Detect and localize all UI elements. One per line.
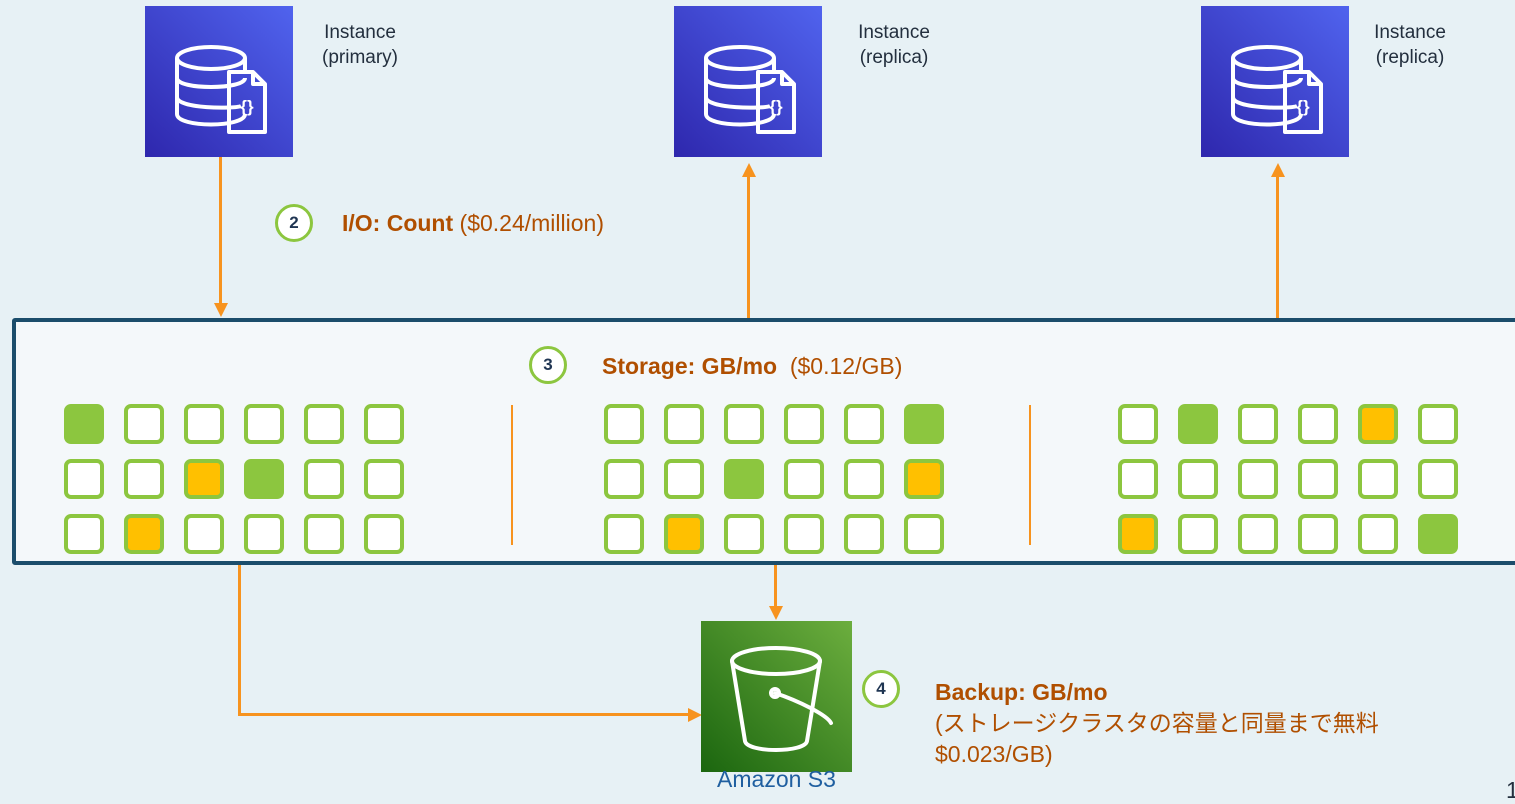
storage-block-empty [844,514,884,554]
backup-arrowhead-right [688,708,702,722]
storage-block-empty [1238,459,1278,499]
svg-text:{}: {} [1296,97,1310,116]
storage-block-empty [304,404,344,444]
io-title: I/O: Count [342,210,454,236]
storage-block-empty [724,514,764,554]
storage-block-empty [304,459,344,499]
storage-block-empty [364,459,404,499]
storage-block-empty [184,514,224,554]
storage-block-io [904,459,944,499]
storage-block-empty [64,459,104,499]
backup-step-badge: 4 [862,670,900,708]
storage-block-filled [904,404,944,444]
storage-block-empty [1178,514,1218,554]
storage-block-empty [1358,459,1398,499]
svg-text:{}: {} [240,97,254,116]
instance-replica-2-icon: {} [1201,6,1349,157]
storage-block-empty [664,459,704,499]
instance-role: (replica) [859,47,929,68]
storage-title: Storage: GB/mo [602,353,778,379]
storage-block-empty [1298,514,1338,554]
storage-block-empty [844,459,884,499]
storage-block-empty [724,404,764,444]
storage-block-empty [124,404,164,444]
storage-block-empty [1118,459,1158,499]
storage-block-empty [124,459,164,499]
storage-block-empty [1418,404,1458,444]
io-price: ($0.24/million) [459,210,604,236]
storage-block-empty [1238,404,1278,444]
primary-write-arrow-line [219,157,222,304]
backup-note-line2: $0.023/GB) [935,741,1053,767]
storage-block-empty [904,514,944,554]
snapshot-arrowhead [769,606,783,620]
storage-block-empty [604,514,644,554]
replica-2-read-arrow-line [1276,176,1279,320]
replica-1-read-arrow-line [747,176,750,320]
instance-role: (replica) [1375,47,1445,68]
instance-replica-2-label: Instance (replica) [1355,20,1465,70]
group-separator [511,405,513,545]
storage-block-empty [364,404,404,444]
storage-block-empty [1358,514,1398,554]
io-step-badge: 2 [275,204,313,242]
storage-block-empty [244,404,284,444]
storage-block-filled [1178,404,1218,444]
storage-block-empty [784,514,824,554]
storage-block-empty [664,404,704,444]
storage-block-filled [1418,514,1458,554]
instance-name: Instance [1374,22,1446,43]
instance-primary-icon: {} [145,6,293,157]
storage-block-empty [1238,514,1278,554]
storage-block-empty [244,514,284,554]
storage-block-empty [64,514,104,554]
storage-block-empty [364,514,404,554]
replica-2-read-arrowhead [1271,163,1285,177]
storage-block-filled [724,459,764,499]
io-caption: I/O: Count ($0.24/million) [342,210,604,237]
s3-bucket-icon [701,621,852,772]
instance-replica-1-label: Instance (replica) [839,20,949,70]
s3-label: Amazon S3 [717,766,836,792]
instance-name: Instance [324,22,396,43]
storage-block-empty [604,459,644,499]
storage-block-io [1118,514,1158,554]
storage-block-empty [784,459,824,499]
storage-block-io [664,514,704,554]
storage-block-filled [64,404,104,444]
backup-arrow-line-down [238,565,241,716]
storage-block-io [124,514,164,554]
snapshot-arrow-line [774,565,777,607]
storage-block-io [1358,404,1398,444]
storage-block-io [184,459,224,499]
storage-block-filled [244,459,284,499]
storage-step-badge: 3 [529,346,567,384]
instance-primary-label: Instance (primary) [305,20,415,70]
primary-write-arrowhead [214,303,228,317]
backup-arrow-line-right [238,713,689,716]
instance-role: (primary) [322,47,398,68]
backup-note-line1: (ストレージクラスタの容量と同量まで無料 [935,710,1379,736]
storage-block-empty [304,514,344,554]
replica-1-read-arrowhead [742,163,756,177]
backup-title: Backup: GB/mo [935,679,1108,705]
storage-block-empty [1298,459,1338,499]
storage-block-empty [844,404,884,444]
storage-block-empty [1418,459,1458,499]
storage-block-empty [184,404,224,444]
instance-replica-1-icon: {} [674,6,822,157]
storage-block-empty [1118,404,1158,444]
storage-price: ($0.12/GB) [789,353,903,379]
storage-block-empty [1298,404,1338,444]
backup-caption: Backup: GB/mo (ストレージクラスタの容量と同量まで無料 $0.02… [935,677,1379,770]
instance-name: Instance [858,22,930,43]
storage-block-empty [1178,459,1218,499]
storage-caption: Storage: GB/mo ($0.12/GB) [602,353,902,380]
page-number: 1 [1506,777,1515,803]
storage-block-empty [784,404,824,444]
storage-block-empty [604,404,644,444]
svg-text:{}: {} [769,97,783,116]
group-separator [1029,405,1031,545]
